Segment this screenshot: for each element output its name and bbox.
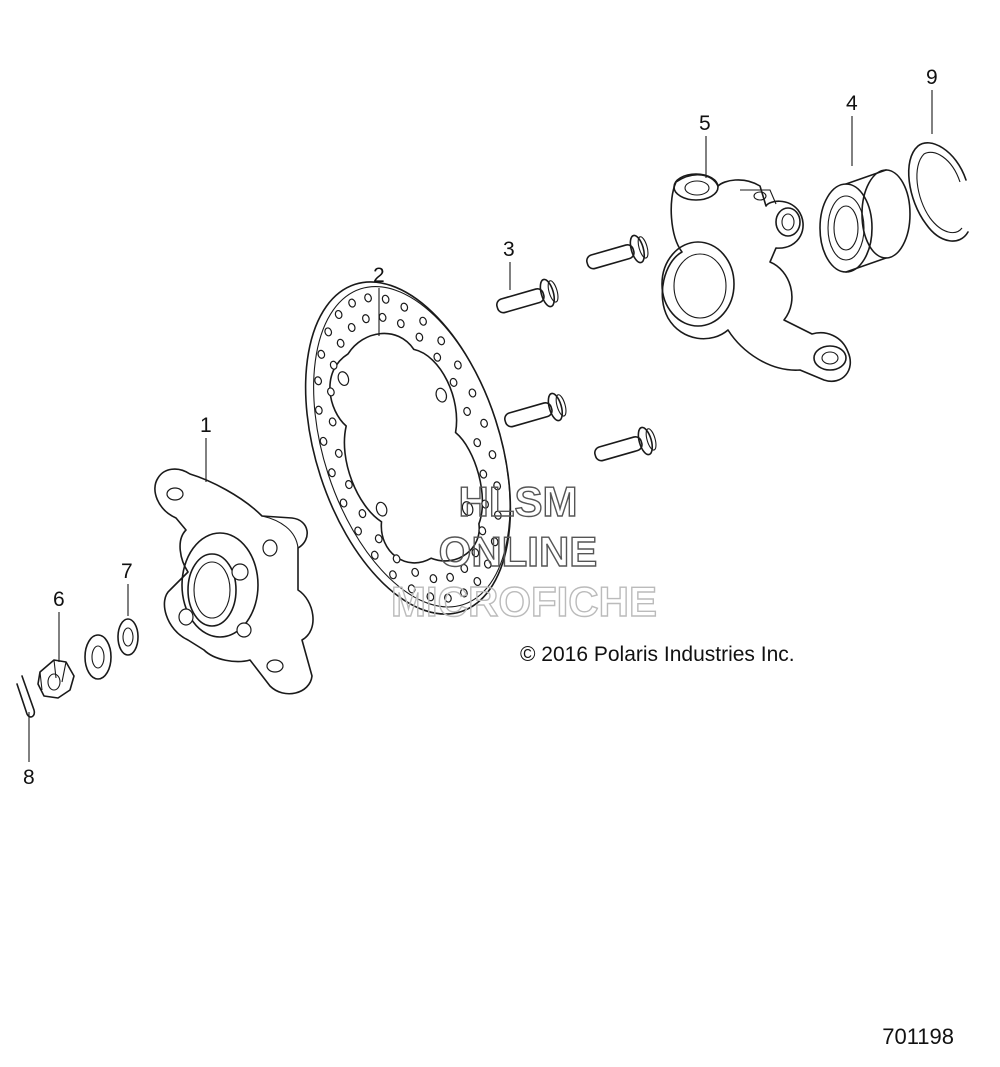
rotor-hole: [334, 309, 343, 320]
rotor-hole: [314, 405, 323, 415]
rotor-mount-hole: [375, 501, 388, 517]
rotor-hole: [328, 468, 336, 478]
rotor-hole: [339, 498, 348, 508]
rotor-hole: [364, 293, 372, 303]
rotor-hole: [317, 349, 326, 359]
rotor-mount-hole: [337, 371, 350, 387]
rotor-hole: [426, 592, 435, 602]
callout-1: 1: [200, 414, 212, 437]
rotor-hole: [396, 319, 405, 329]
rotor-hole: [419, 316, 427, 326]
watermark-line-1: HLSM: [459, 478, 578, 525]
rotor-hole: [444, 593, 452, 603]
rotor-hole: [478, 526, 487, 536]
wheel-hub: [154, 468, 314, 695]
rotor-hole: [347, 322, 356, 333]
rotor-hole: [463, 406, 471, 416]
rotor-hole: [345, 480, 353, 490]
watermark-line-2: ONLINE: [439, 528, 598, 575]
callout-numbers: 1 2 3 4 5 6 7 8 9: [23, 66, 938, 789]
wheel-studs: [496, 234, 657, 462]
rotor-hole: [473, 576, 482, 587]
rotor-hole: [429, 574, 438, 584]
rotor-hole: [468, 388, 477, 398]
rotor-hole: [480, 418, 488, 428]
snap-ring: [907, 142, 969, 242]
rotor-hole: [361, 314, 370, 324]
callout-2: 2: [373, 264, 385, 287]
rotor-hole: [381, 294, 390, 304]
rotor-hole: [471, 548, 480, 558]
rotor-hole: [326, 387, 335, 397]
rotor-hole: [348, 298, 356, 308]
watermark-line-3: MICROFICHE: [391, 578, 657, 625]
drawing-number: 701198: [882, 1024, 954, 1049]
leader-lines: [28, 90, 933, 762]
rotor-hole: [493, 481, 502, 491]
copyright-notice: © 2016 Polaris Industries Inc.: [520, 643, 795, 666]
rotor-hole: [460, 563, 469, 574]
rotor-hole: [378, 312, 387, 322]
callout-8: 8: [23, 766, 35, 789]
rotor-hole: [479, 469, 488, 479]
callout-4: 4: [846, 92, 858, 115]
rotor-hole: [415, 332, 424, 342]
callout-6: 6: [53, 588, 65, 611]
rotor-hole: [446, 572, 455, 582]
rotor-hole: [411, 567, 420, 577]
rotor-hole: [473, 438, 482, 448]
brake-rotor: [304, 281, 512, 615]
rotor-hole: [328, 417, 337, 427]
castle-nut: [37, 659, 75, 699]
rotor-hole: [334, 448, 343, 458]
rotor-hole: [437, 336, 446, 346]
rotor-hole: [454, 360, 462, 370]
rotor-hole: [449, 377, 458, 387]
callout-3: 3: [503, 238, 515, 261]
rotor-hole: [481, 499, 490, 509]
rotor-hole: [370, 550, 379, 560]
rotor-hole: [324, 327, 333, 337]
callout-9: 9: [926, 66, 938, 89]
rotor-hole: [314, 376, 323, 386]
rotor-hole: [493, 510, 502, 520]
rotor-hole: [392, 554, 401, 564]
rotor-hole: [488, 450, 497, 460]
rotor-hole: [319, 436, 328, 446]
watermark: HLSM ONLINE MICROFICHE: [390, 477, 657, 625]
wheel-bearing: [819, 169, 911, 273]
rotor-mount-hole: [461, 501, 474, 516]
rotor-hole: [483, 559, 492, 569]
cotter-pin: [16, 675, 36, 718]
callout-5: 5: [699, 112, 711, 135]
rotor-hole: [374, 534, 383, 544]
rotor-hole: [433, 352, 442, 362]
rotor-hole: [490, 537, 499, 547]
rotor-hole: [336, 338, 345, 348]
rotor-hole: [400, 302, 409, 312]
steering-knuckle: [661, 173, 851, 383]
rotor-hole: [354, 526, 362, 536]
rotor-mount-hole: [435, 387, 448, 403]
rotor-hole: [407, 584, 416, 594]
washers: [84, 618, 139, 680]
rotor-hole: [329, 360, 338, 370]
rotor-hole: [389, 570, 397, 580]
rotor-hole: [358, 509, 367, 519]
callout-7: 7: [121, 560, 133, 583]
rotor-hole: [460, 588, 468, 598]
